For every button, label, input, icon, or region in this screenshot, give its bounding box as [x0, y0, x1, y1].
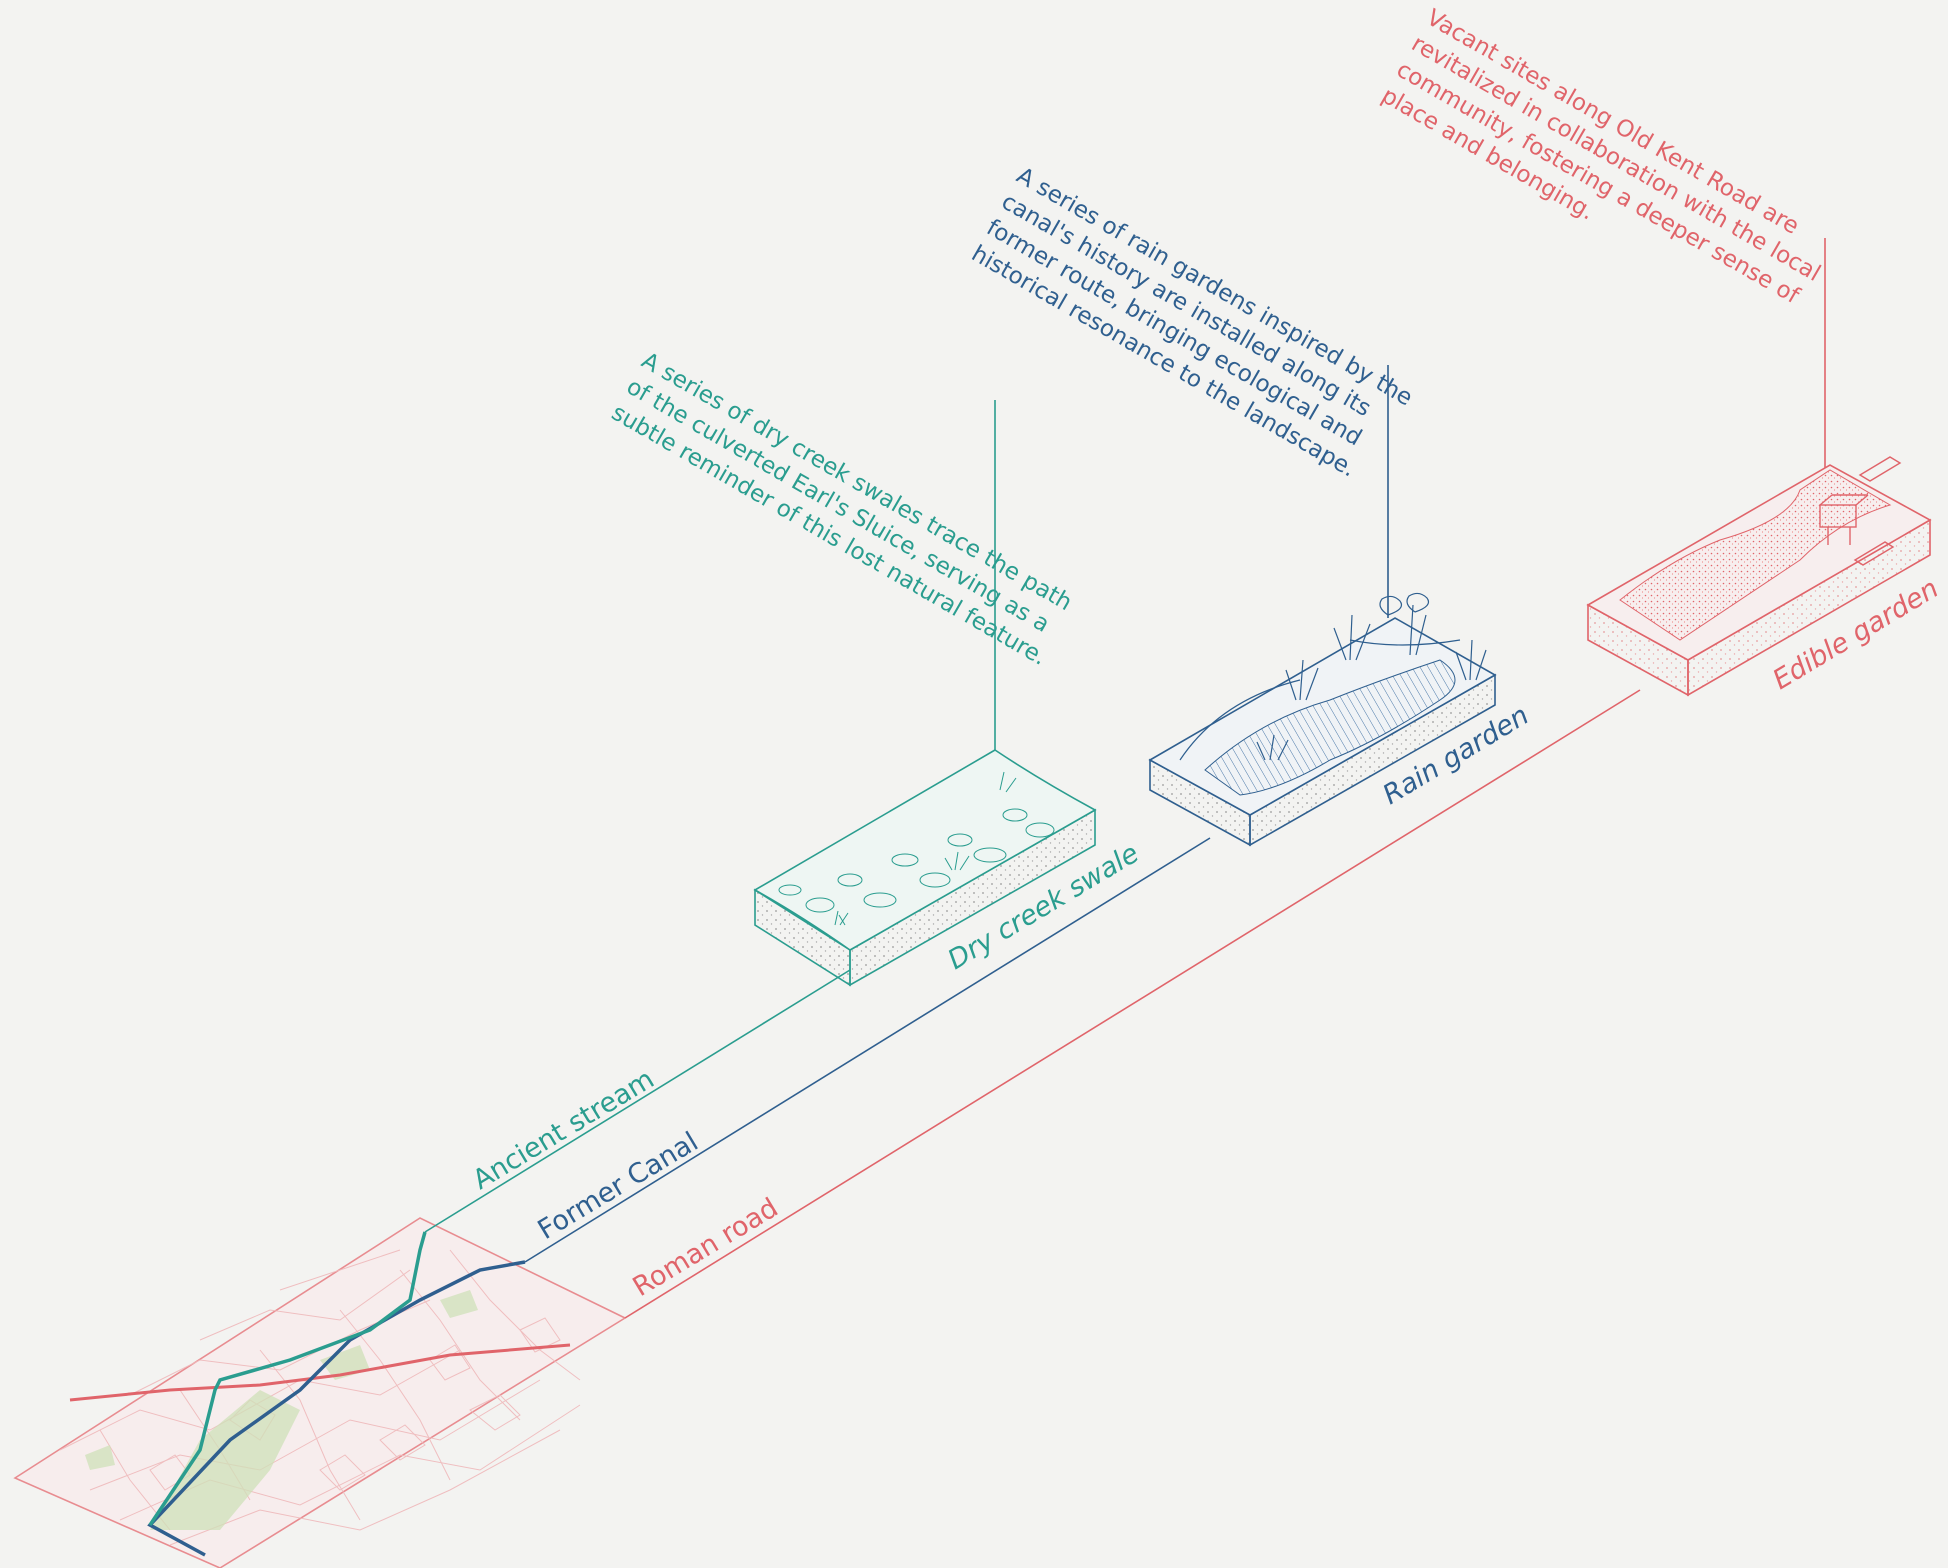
rain-garden-block: Rain garden — [1148, 365, 1534, 847]
rain-garden-description: A series of rain gardens inspired by the… — [967, 163, 1417, 483]
edible-garden-description: Vacant sites along Old Kent Road are rev… — [1377, 5, 1825, 310]
roman-road-label: Roman road — [628, 1192, 784, 1303]
base-map — [13, 1217, 627, 1568]
ancient-stream-map-line — [148, 1231, 427, 1526]
former-canal-map-line — [147, 1260, 526, 1557]
dry-creek-description-line-3: subtle reminder of this lost natural fea… — [607, 400, 1051, 671]
pergola-icon — [1819, 456, 1902, 566]
roman-road-map-line — [69, 1343, 571, 1402]
edible-garden-description-line-2: revitalized in collaboration with the lo… — [1407, 31, 1825, 287]
connector-lines — [424, 689, 1641, 1319]
dry-creek-description: A series of dry creek swales trace the p… — [607, 348, 1076, 671]
dry-creek-description-line-2: of the culverted Earl's Sluice, serving … — [622, 374, 1054, 638]
dry-creek-description-line-1: A series of dry creek swales trace the p… — [637, 348, 1076, 617]
edible-garden-block: Edible garden — [1586, 238, 1944, 697]
